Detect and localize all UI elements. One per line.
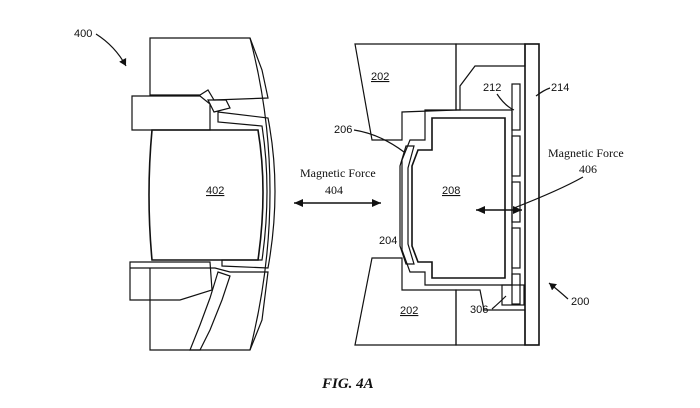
right-assembly [354, 43, 540, 346]
ref-208: 208 [442, 185, 460, 197]
center-force-ref: 404 [325, 183, 343, 197]
right-top-block [455, 43, 526, 111]
right-panel-214 [524, 43, 540, 346]
ref-206-leader [353, 129, 405, 153]
ref-204: 204 [379, 235, 397, 247]
right-spacer-306 [501, 284, 525, 306]
center-force-arrow: Magnetic Force 404 [294, 166, 381, 207]
ref-306: 306 [470, 304, 488, 316]
ref-406-leader [513, 176, 584, 209]
ref-200-pointer [548, 282, 569, 300]
ref-202-bottom: 202 [400, 305, 418, 317]
left-assembly [129, 37, 276, 351]
left-magnet-402 [148, 129, 264, 261]
right-bottom-block [455, 289, 526, 346]
ref-402: 402 [206, 185, 224, 197]
right-coating [399, 145, 415, 265]
figure-caption: FIG. 4A [321, 376, 374, 392]
right-plate-212 [511, 83, 521, 305]
left-latch [207, 99, 231, 113]
left-lower-flange [129, 261, 213, 301]
right-force-ref: 406 [579, 162, 597, 176]
center-force-label: Magnetic Force [300, 166, 376, 180]
left-channel [189, 271, 231, 351]
ref-202-top: 202 [371, 71, 389, 83]
ref-200: 200 [571, 296, 589, 308]
ref-206: 206 [334, 124, 352, 136]
ref-400: 400 [74, 28, 92, 40]
right-force-label: Magnetic Force [548, 146, 624, 160]
left-upper-housing [149, 37, 269, 101]
left-upper-flange [131, 95, 211, 131]
right-top-body-202 [354, 43, 457, 141]
ref-214-leader [535, 87, 551, 97]
ref-214: 214 [551, 82, 569, 94]
right-bottom-body-202 [354, 257, 457, 346]
left-lower-housing [130, 267, 269, 351]
ref-306-leader [491, 295, 507, 310]
ref-212: 212 [483, 82, 501, 94]
ref-400-pointer [95, 33, 127, 67]
right-magnet-208 [411, 117, 506, 279]
ref-212-leader [496, 93, 515, 111]
right-shell-206 [401, 109, 513, 286]
left-liner [217, 111, 276, 269]
